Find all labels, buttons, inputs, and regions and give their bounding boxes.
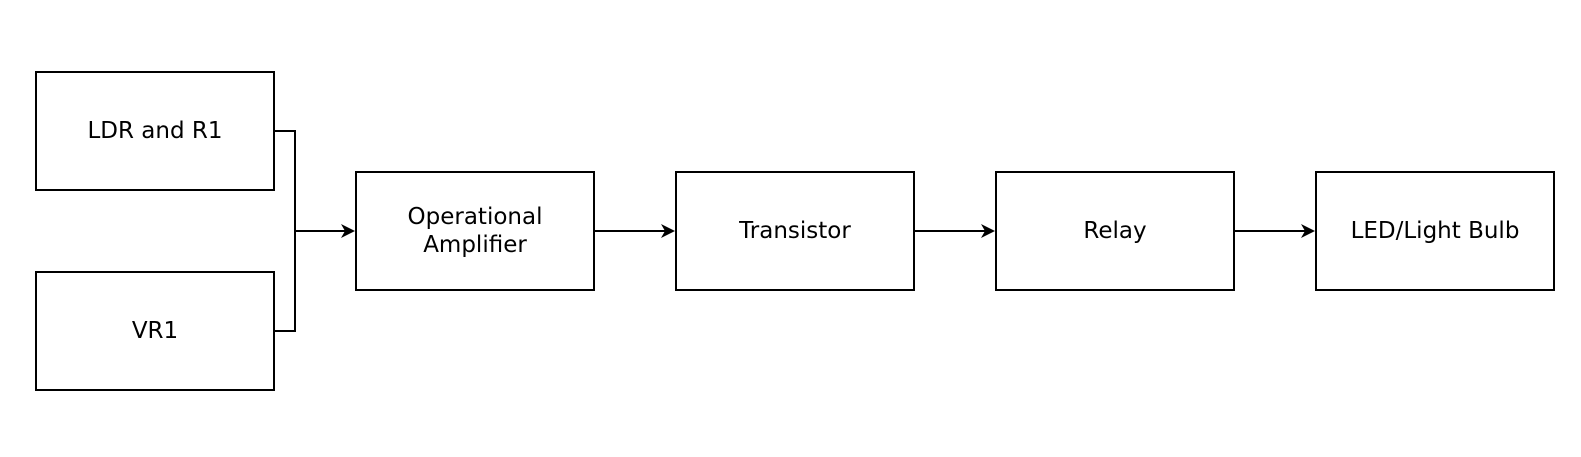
node-vr1: VR1	[35, 271, 275, 391]
node-label: LED/Light Bulb	[1350, 218, 1520, 244]
node-label: Transistor	[739, 218, 851, 244]
connector-vr1-to-opamp	[275, 231, 296, 332]
node-label: LDR and R1	[87, 118, 223, 144]
node-transistor: Transistor	[675, 171, 915, 291]
node-label: Operational Amplifier	[407, 204, 543, 258]
node-label: VR1	[131, 318, 179, 344]
node-relay: Relay	[995, 171, 1235, 291]
node-label: Relay	[1083, 218, 1147, 244]
node-led-light-bulb: LED/Light Bulb	[1315, 171, 1555, 291]
node-ldr-and-r1: LDR and R1	[35, 71, 275, 191]
node-operational-amplifier: Operational Amplifier	[355, 171, 595, 291]
connector-ldr-to-opamp	[275, 130, 296, 231]
